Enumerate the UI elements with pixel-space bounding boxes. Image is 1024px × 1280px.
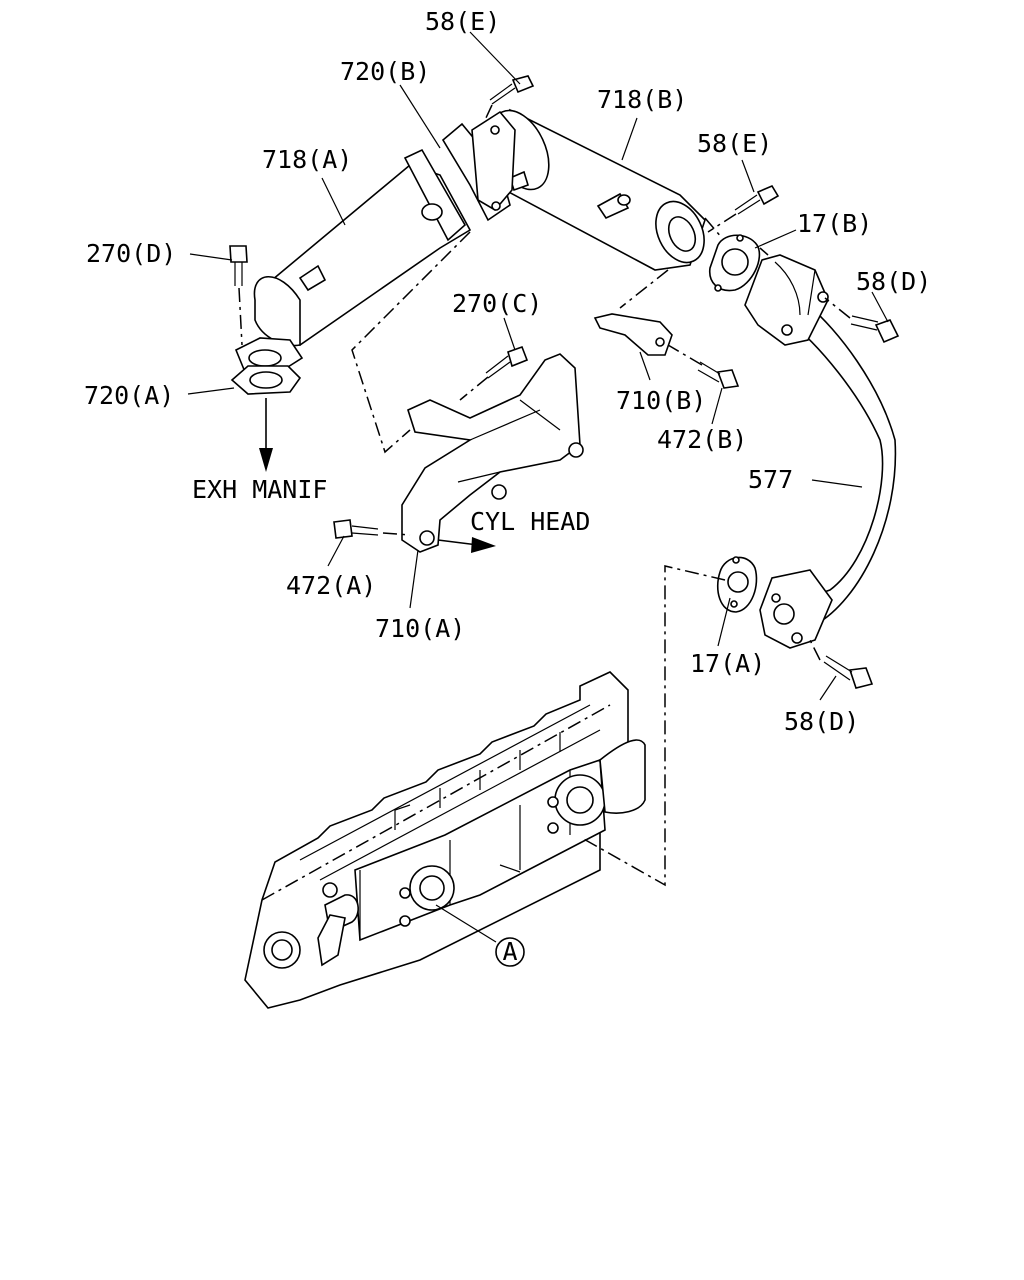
gasket-17a	[716, 556, 758, 613]
label-472b: 472(B)	[657, 425, 747, 454]
bracket-710b	[593, 313, 673, 356]
egr-pipe-577	[744, 254, 897, 649]
label-58e-right: 58(E)	[697, 129, 772, 158]
pipe-718b	[490, 108, 706, 271]
gasket-17b	[709, 234, 761, 292]
egr-cooler-assembly	[244, 671, 646, 1009]
reference-marker-a-text: A	[502, 937, 517, 966]
label-718b: 718(B)	[597, 85, 687, 114]
label-58d-bottom: 58(D)	[784, 707, 859, 736]
assembly-line-58e-right	[707, 213, 737, 233]
assembly-line-58e-top	[484, 104, 493, 121]
bolt-58e-right	[734, 184, 780, 215]
label-718a: 718(A)	[262, 145, 352, 174]
label-472a: 472(A)	[286, 571, 376, 600]
assembly-line-17b-577	[759, 247, 769, 256]
label-exh-manif: EXH MANIF	[192, 475, 327, 504]
assembly-line-472b	[667, 344, 703, 366]
gasket-720a	[230, 365, 302, 395]
leader-lines	[187, 31, 889, 943]
assembly-line-718b-17b	[704, 217, 723, 239]
assembly-line-270c	[459, 376, 489, 401]
label-720b: 720(B)	[340, 57, 430, 86]
gasket-720b	[441, 110, 516, 222]
label-710a: 710(A)	[375, 614, 465, 643]
assembly-line-472a	[382, 532, 411, 536]
arrow-to-exh-manif	[259, 398, 273, 472]
label-270c: 270(C)	[452, 289, 542, 318]
label-270d: 270(D)	[86, 239, 176, 268]
pipe-718a	[234, 148, 472, 373]
label-cyl-head: CYL HEAD	[470, 507, 590, 536]
label-17a: 17(A)	[690, 649, 765, 678]
label-577: 577	[748, 465, 793, 494]
label-58d-top: 58(D)	[856, 267, 931, 296]
bolt-270c	[485, 345, 529, 379]
bracket-710a	[401, 353, 584, 553]
label-58e-top: 58(E)	[425, 7, 500, 36]
assembly-line-270d	[238, 287, 243, 346]
bolt-270d	[229, 245, 248, 286]
assembly-line-718b-710b	[619, 269, 669, 309]
assembly-line-58d-bottom	[809, 639, 821, 661]
bolt-472a	[333, 519, 379, 539]
assembly-line-17a-cooler	[581, 565, 726, 887]
bolt-472b	[697, 361, 740, 389]
reference-marker-a: A	[495, 937, 525, 967]
label-17b: 17(B)	[797, 209, 872, 238]
label-710b: 710(B)	[616, 386, 706, 415]
bolt-58e-top	[489, 75, 535, 105]
arrow-to-cyl-head	[437, 537, 496, 553]
bolt-58d-top	[850, 315, 900, 344]
label-720a: 720(A)	[84, 381, 174, 410]
bolt-58d-bottom	[823, 655, 874, 689]
assembly-line-58d-top	[824, 297, 851, 319]
assembly-line-718a-710a	[351, 231, 471, 454]
